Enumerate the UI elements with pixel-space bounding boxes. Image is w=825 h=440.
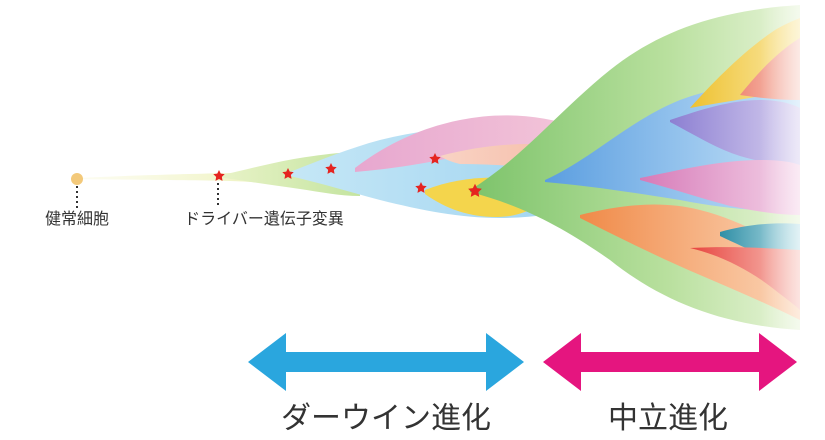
star-icon [282, 168, 294, 179]
star-icon [213, 170, 225, 181]
neutral-double-arrow-icon [543, 333, 797, 391]
label-driver-mutation: ドライバー遺伝子変異 [184, 209, 344, 228]
clone-pink [355, 115, 580, 172]
star-icon [468, 183, 482, 197]
star-icon [415, 182, 427, 193]
healthy-cell-dot [71, 173, 83, 185]
label-neutral-evolution: 中立進化 [608, 401, 728, 436]
darwin-double-arrow-icon [248, 333, 524, 391]
label-darwinian-evolution: ダーウイン進化 [281, 401, 491, 436]
star-icon [325, 163, 337, 174]
right-fade [760, 0, 825, 340]
label-healthy-cell: 健常細胞 [45, 209, 109, 228]
star-icon [429, 153, 441, 164]
mutation-stars [213, 153, 482, 197]
